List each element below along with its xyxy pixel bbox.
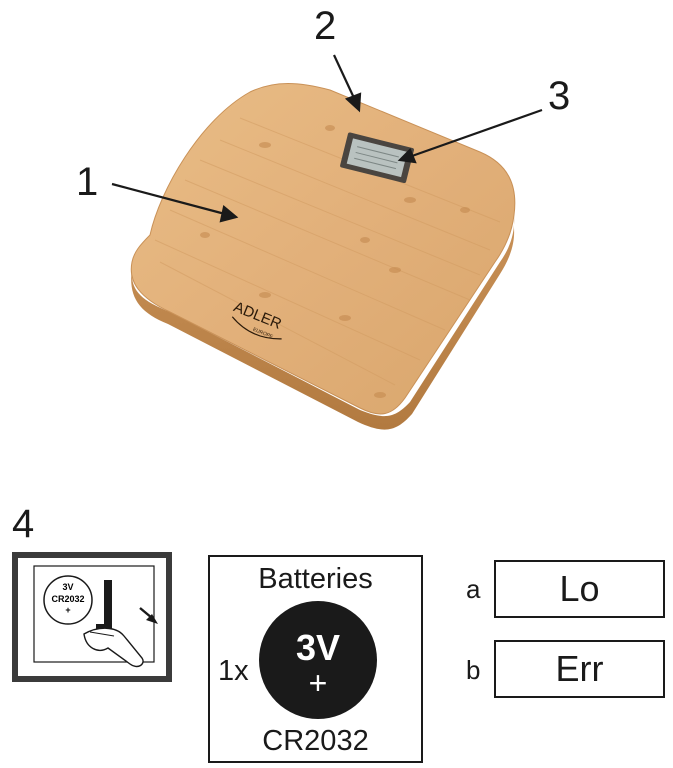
battery-quantity: 1x	[218, 655, 249, 687]
callout-arrows	[111, 54, 543, 223]
code-box-err: Err	[494, 640, 665, 698]
lcd-display	[340, 132, 414, 184]
batteries-title: Batteries	[258, 563, 373, 595]
battery-replace-graphic: 3V CR2032 +	[18, 558, 166, 676]
callout-2: 2	[314, 4, 337, 48]
coin-cell-icon	[43, 575, 93, 625]
code-text-err: Err	[555, 648, 604, 689]
code-text-lo: Lo	[559, 568, 600, 609]
icon-voltage: 3V	[62, 582, 73, 592]
battery-model: CR2032	[262, 725, 369, 757]
icon-polarity: +	[65, 605, 70, 615]
batteries-box: Batteries 1x 3V + CR2032	[208, 555, 423, 763]
scale-platform	[130, 83, 516, 415]
bamboo-nodes	[200, 125, 470, 398]
callout-1: 1	[76, 160, 99, 204]
hand-icon	[83, 627, 144, 668]
code-letter-a: a	[466, 574, 481, 604]
cell-voltage: 3V	[295, 627, 341, 668]
battery-replace-icon: 3V CR2032 +	[12, 552, 172, 682]
icon-model: CR2032	[51, 594, 84, 604]
cell-polarity: +	[308, 665, 328, 701]
pull-arrow-icon	[146, 614, 158, 624]
code-letter-b: b	[466, 655, 481, 685]
callout-4: 4	[12, 502, 35, 546]
code-box-lo: Lo	[494, 560, 665, 618]
coin-cell: 3V +	[259, 601, 377, 719]
scale-illustration: ADLER EUROPE	[111, 54, 543, 430]
callout-3: 3	[548, 74, 571, 118]
